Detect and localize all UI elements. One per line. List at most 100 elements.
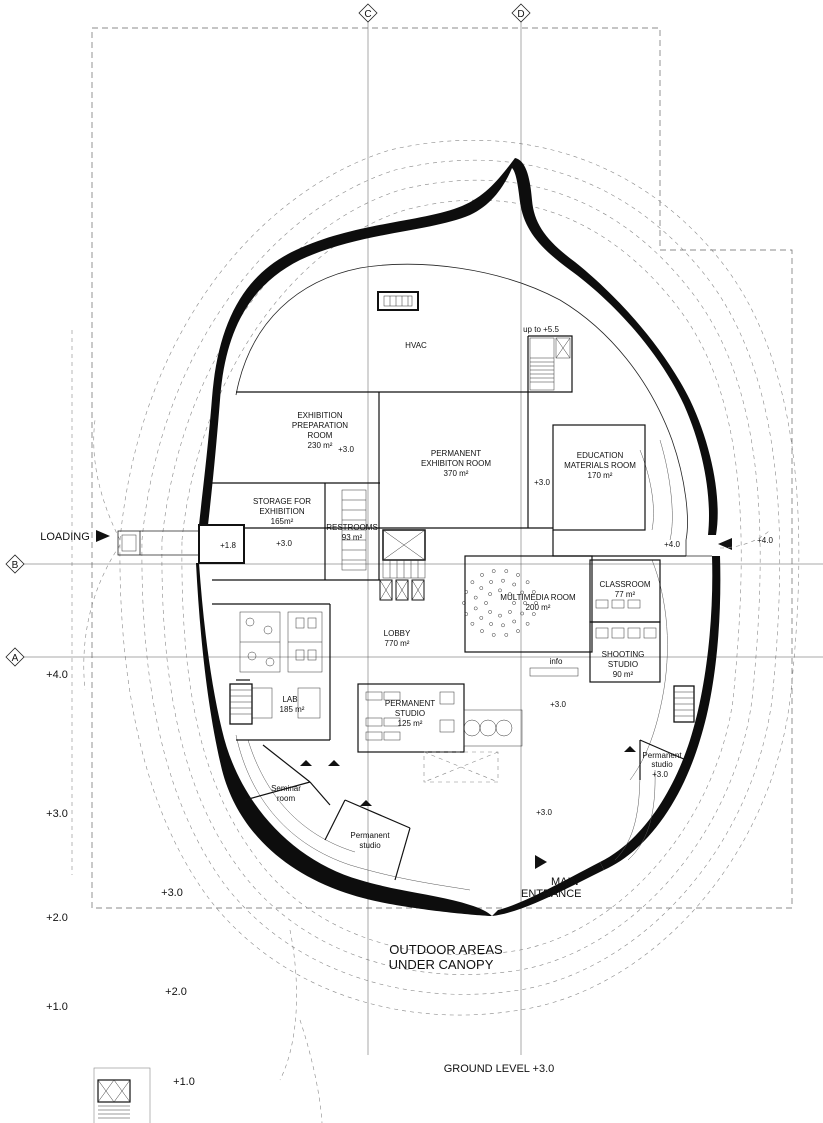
- exhibition-prep-label-2: PREPARATION: [292, 421, 348, 430]
- classroom-furniture: [595, 599, 657, 639]
- seat-icon: [512, 619, 517, 624]
- seat-icon: [470, 580, 475, 585]
- outdoor-label-1: OUTDOOR AREAS: [389, 942, 503, 957]
- permanent-exhibition-label-2: EXHIBITON ROOM: [421, 459, 491, 468]
- seat-icon: [508, 592, 512, 596]
- seat-icon: [488, 610, 492, 614]
- grid-axis-c: C: [358, 3, 378, 23]
- grid-axis-a: A: [5, 647, 25, 667]
- seat-icon: [525, 580, 530, 585]
- education-area: 170 m²: [588, 471, 613, 480]
- multimedia-label: MULTIMEDIA ROOM: [500, 593, 576, 602]
- seat-icon: [464, 612, 469, 616]
- storage-label-2: EXHIBITION: [259, 507, 305, 516]
- ground-level-label: GROUND LEVEL +3.0: [444, 1063, 555, 1075]
- lab-label: LAB: [282, 695, 297, 704]
- grid-axis-d: D: [511, 3, 531, 23]
- main-entrance-arrow-icon: [535, 855, 547, 869]
- seat-icon: [480, 629, 484, 633]
- permanent-exhibition-area: 370 m²: [444, 469, 469, 478]
- level-storage: +3.0: [276, 539, 292, 548]
- level-forecourt: +3.0: [536, 808, 552, 817]
- seat-icon: [498, 613, 502, 618]
- studio-furniture: [365, 691, 455, 741]
- room-labels: HVAC up to +5.5 EXHIBITION PREPARATION R…: [253, 325, 682, 850]
- small-studio-label-2: studio: [359, 841, 381, 850]
- seat-icon: [473, 606, 478, 611]
- grid-axis-a-label: A: [12, 653, 19, 664]
- permanent-studio-label-2: STUDIO: [395, 709, 425, 718]
- permanent-studio-area: 125 m²: [398, 719, 423, 728]
- lab-area: 185 m²: [280, 705, 305, 714]
- outdoor-label-2: UNDER CANOPY: [389, 957, 494, 972]
- hvac-label: HVAC: [405, 341, 427, 350]
- level-sw-3: +3.0: [161, 887, 183, 899]
- level-west-1: +1.0: [46, 1001, 68, 1013]
- seat-icon: [462, 601, 466, 605]
- main-entrance-label-1: MAIN: [551, 876, 579, 888]
- seat-icon: [504, 633, 509, 637]
- level-markers: +1.8 +4.0 +4.0 +4.0 +3.0 +3.0 +2.0 +2.0 …: [46, 536, 773, 1088]
- grid-axis-c-label: C: [364, 9, 371, 20]
- elevator-core: [379, 529, 426, 601]
- east-entrance-arrow-icon: [718, 538, 732, 550]
- seminar-label-1: Seminar: [271, 784, 301, 793]
- seat-icon: [479, 586, 484, 590]
- multimedia-area: 200 m²: [526, 603, 551, 612]
- stair-up: [529, 337, 571, 391]
- seat-icon: [473, 595, 478, 600]
- seat-icon: [531, 612, 536, 616]
- seat-icon: [488, 592, 492, 596]
- level-right-studio: +3.0: [652, 770, 668, 779]
- level-east-outside: +4.0: [757, 536, 773, 545]
- loading-label: LOADING: [40, 531, 90, 543]
- seat-icon: [464, 590, 469, 594]
- restroom-stalls: [341, 489, 367, 571]
- seat-icon: [498, 588, 502, 593]
- grid-axis-d-label: D: [517, 9, 524, 20]
- seat-icon: [516, 629, 520, 633]
- canopy-outline: [71, 27, 793, 909]
- seat-icon: [489, 580, 493, 584]
- permanent-exhibition-label-1: PERMANENT: [431, 449, 481, 458]
- level-sw-1: +1.0: [173, 1076, 195, 1088]
- seat-icon: [512, 601, 516, 605]
- info-label: info: [550, 657, 563, 666]
- stairs-lower: [229, 683, 695, 725]
- seat-icon: [512, 582, 517, 587]
- inner-curves: [235, 263, 688, 891]
- seat-icon: [489, 622, 493, 626]
- seat-icon: [479, 616, 484, 620]
- loading-dock: [96, 524, 245, 564]
- level-west-4: +4.0: [46, 669, 68, 681]
- east-entrance: [685, 529, 771, 557]
- shooting-area: 90 m²: [613, 670, 634, 679]
- level-perm-exh: +3.0: [534, 478, 550, 487]
- building-shell: [196, 158, 721, 916]
- hvac-shaft: [377, 291, 419, 311]
- legend-stair-symbol: [93, 1067, 151, 1123]
- loading-arrow-icon: [96, 530, 110, 542]
- lobby-label: LOBBY: [384, 629, 411, 638]
- restrooms-area: 93 m²: [342, 533, 363, 542]
- permanent-studio-label-1: PERMANENT: [385, 699, 435, 708]
- grid-axis-b-label: B: [12, 560, 19, 571]
- education-label-1: EDUCATION: [577, 451, 624, 460]
- restrooms-label: RESTROOMS: [326, 523, 378, 532]
- seat-icon: [480, 573, 484, 577]
- exhibition-prep-label-1: EXHIBITION: [297, 411, 343, 420]
- classroom-label: CLASSROOM: [599, 580, 650, 589]
- seat-icon: [520, 590, 524, 595]
- small-studio-label-1: Permanent: [350, 831, 390, 840]
- seat-icon: [470, 621, 475, 626]
- seat-icon: [491, 569, 496, 573]
- exhibition-prep-area: 230 m²: [308, 441, 333, 450]
- seat-icon: [525, 621, 530, 626]
- seat-icon: [501, 623, 505, 628]
- seat-icon: [504, 569, 509, 573]
- seat-icon: [484, 601, 488, 605]
- shooting-label-2: STUDIO: [608, 660, 638, 669]
- terrain-contours: [83, 140, 800, 1123]
- storage-label-1: STORAGE FOR: [253, 497, 311, 506]
- door-markers: [300, 746, 636, 869]
